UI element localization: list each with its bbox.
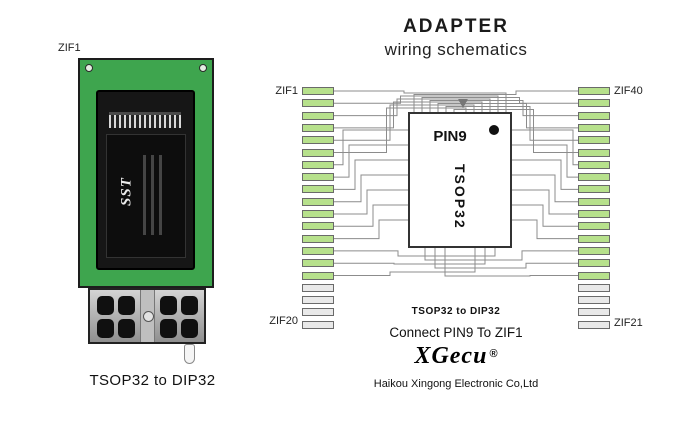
- company-name: Haikou Xingong Electronic Co,Ltd: [373, 378, 539, 390]
- zif-pad: [578, 246, 610, 255]
- mounting-hole-right: [199, 64, 207, 72]
- tsop32-chip-outline: PIN9 TSOP32: [408, 112, 512, 248]
- pin9-arrow-icon: [458, 99, 468, 108]
- pin-slot: [160, 296, 177, 315]
- label-zif20: ZIF20: [269, 315, 298, 327]
- page-title: ADAPTER: [403, 16, 509, 37]
- zif-pad: [302, 123, 334, 132]
- label-zif1: ZIF1: [275, 85, 298, 97]
- dip32-base: [88, 288, 206, 344]
- zif-pad: [302, 111, 334, 120]
- zif-pad: [578, 136, 610, 145]
- tsop-socket: SST: [96, 90, 195, 270]
- zif-pad: [578, 234, 610, 243]
- zif-pad: [578, 123, 610, 132]
- zif-pad: [578, 296, 610, 305]
- label-zif40: ZIF40: [614, 85, 643, 97]
- zif-pad: [578, 99, 610, 108]
- zif-pad: [578, 197, 610, 206]
- zif-pad: [578, 87, 610, 95]
- zif-pad: [302, 246, 334, 255]
- pin9-label: PIN9: [433, 128, 467, 145]
- zif-pad: [302, 222, 334, 231]
- pin-slot: [181, 319, 198, 338]
- label-zif21: ZIF21: [614, 317, 643, 329]
- zif-pad: [578, 173, 610, 182]
- mounting-hole-left: [85, 64, 93, 72]
- zif-pad: [302, 87, 334, 95]
- brand-line: XGecu®: [300, 343, 612, 370]
- zif-pad: [302, 259, 334, 268]
- zif-pad: [302, 160, 334, 169]
- zif-pad: [302, 99, 334, 108]
- flash-chip: SST: [106, 134, 186, 258]
- zif-pad: [302, 296, 334, 305]
- center-rail: [140, 290, 155, 342]
- zif-pad: [302, 283, 334, 292]
- zif-pad: [302, 173, 334, 182]
- screw-hole: [143, 311, 154, 322]
- connect-instruction: Connect PIN9 To ZIF1: [389, 325, 523, 340]
- zif-pad: [578, 271, 610, 280]
- pin-slot: [118, 296, 135, 315]
- zif-pad: [302, 185, 334, 194]
- page-subtitle: wiring schematics: [384, 40, 528, 59]
- zif-pad: [302, 210, 334, 218]
- zif-pad: [302, 234, 334, 243]
- adapter-pcb: SST: [78, 58, 214, 288]
- zif-pad: [578, 160, 610, 169]
- registered-mark-icon: ®: [489, 347, 498, 360]
- chip-marking-line: [159, 155, 162, 235]
- zif-pad: [578, 222, 610, 231]
- socket-contact-pins: [109, 112, 181, 128]
- zif-pad: [302, 308, 334, 317]
- zif1-corner-label: ZIF1: [58, 42, 81, 54]
- schematic-caption: TSOP32 to DIP32: [411, 306, 501, 317]
- zif-pad: [302, 197, 334, 206]
- zif-pad: [578, 185, 610, 194]
- pin-dot: [489, 125, 499, 135]
- zif-pad: [578, 283, 610, 292]
- pin-slot: [160, 319, 177, 338]
- zif-pad: [578, 308, 610, 317]
- zif-pad: [302, 271, 334, 280]
- pin-slot: [97, 296, 114, 315]
- chip-marking-line: [143, 155, 146, 235]
- zif-pad: [578, 148, 610, 157]
- chip-marking-line: [151, 155, 154, 235]
- zif-pad: [578, 320, 610, 329]
- zif-pad: [578, 259, 610, 268]
- brand-logo: XGecu: [414, 343, 488, 369]
- zif-pad: [302, 136, 334, 145]
- zif-pad: [578, 111, 610, 120]
- pin-slot: [181, 296, 198, 315]
- zif-pad: [578, 210, 610, 218]
- adapter-caption: TSOP32 to DIP32: [89, 372, 216, 389]
- pin-slot: [118, 319, 135, 338]
- pin-slot: [97, 319, 114, 338]
- chip-name: TSOP32: [452, 164, 468, 230]
- lever-pin: [184, 344, 195, 364]
- zif-pad: [302, 320, 334, 329]
- zif-pad: [302, 148, 334, 157]
